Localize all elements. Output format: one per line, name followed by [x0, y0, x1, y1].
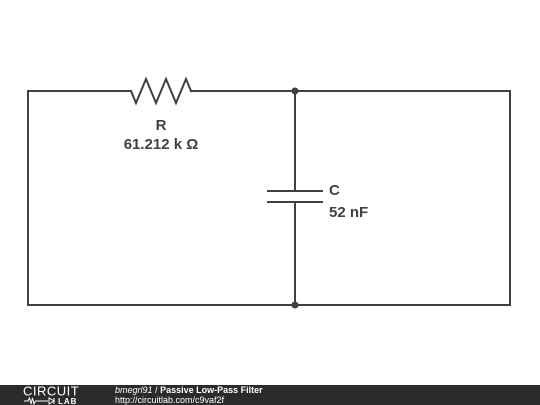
footer-bar: CIRCUIT LAB bmegrl91 / Passive Low-Pass … [0, 385, 540, 405]
circuitlab-logo[interactable]: CIRCUIT LAB [0, 385, 110, 405]
footer-info: bmegrl91 / Passive Low-Pass Filter http:… [115, 385, 535, 405]
logo-wordmark-top: CIRCUIT [23, 385, 79, 399]
footer-title-line: bmegrl91 / Passive Low-Pass Filter [115, 385, 535, 395]
junction-node-top [291, 87, 299, 95]
logo-diode-icon [48, 397, 55, 405]
logo-wave-icon [24, 396, 48, 405]
resistor-symbol [129, 76, 193, 106]
capacitor-value-label: 52 nF [329, 204, 368, 221]
author-name[interactable]: bmegrl91 [115, 385, 153, 395]
junction-node-bottom [291, 301, 299, 309]
circuit-title: Passive Low-Pass Filter [160, 385, 263, 395]
resistor-value-label: 61.212 k Ω [124, 136, 199, 153]
capacitor-name-label: C [329, 182, 340, 199]
circuit-schematic: R 61.212 k Ω C 52 nF [27, 76, 511, 309]
logo-wordmark-bottom: LAB [58, 397, 77, 405]
resistor-name-label: R [156, 117, 167, 134]
title-separator: / [155, 385, 158, 395]
circuit-url[interactable]: http://circuitlab.com/c9vaf2f [115, 395, 225, 405]
